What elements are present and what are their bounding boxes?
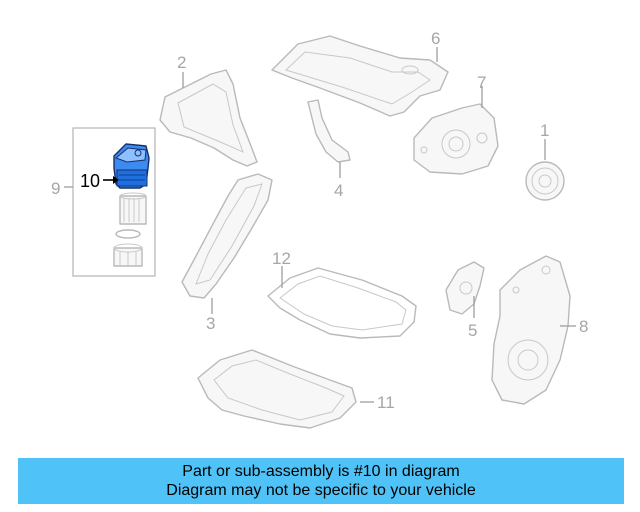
part-10-oil-filter-housing [103,143,150,189]
callout-1: 1 [540,121,549,140]
oil-filter-element [119,192,147,225]
callout-11: 11 [377,393,395,412]
part-12-pan-gasket [267,266,417,339]
part-5-tensioner [445,261,485,318]
callout-4: 4 [334,181,343,200]
oil-filter-cap [113,243,143,267]
callout-12: 12 [272,249,291,268]
banner-line-1: Part or sub-assembly is #10 in diagram [182,463,460,480]
part-11-oil-pan [197,349,374,429]
callout-9: 9 [51,179,60,198]
callout-2: 2 [177,53,186,72]
part-6-valve-cover [271,35,449,117]
callout-7: 7 [477,73,486,92]
callout-10: 10 [80,171,100,191]
callout-6: 6 [431,29,440,48]
part-4-bracket [307,99,351,178]
callout-8: 8 [579,317,588,336]
part-1-pulley [525,139,565,201]
part-3-lower-cover [181,173,273,314]
part-8-rear-plate [491,255,576,405]
banner-line-2: Diagram may not be specific to your vehi… [166,482,476,499]
exploded-parts-diagram: 2 6 4 7 1 9 [51,29,588,429]
part-7-oil-pump [413,86,499,175]
callout-5: 5 [468,321,477,340]
oil-filter-o-ring [115,229,141,239]
part-info-banner: Part or sub-assembly is #10 in diagram D… [18,458,624,504]
part-2-timing-cover [159,69,258,167]
part-9-filter-group-box [64,127,156,277]
callout-3: 3 [206,314,215,333]
